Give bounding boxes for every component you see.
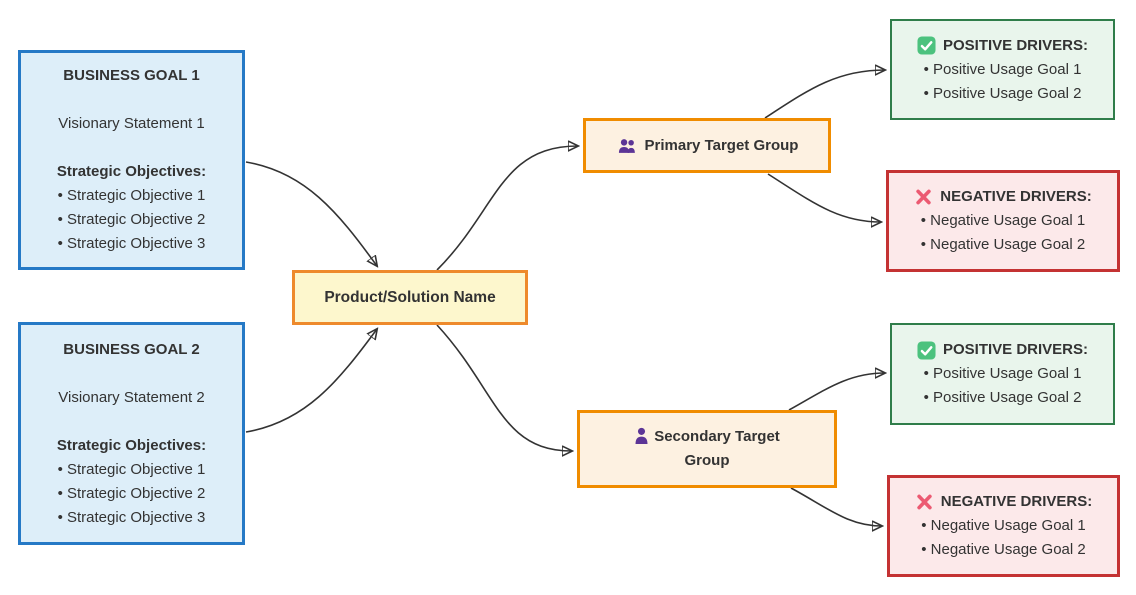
edge-product-to-primary-group [436,146,578,271]
users-icon [616,138,638,153]
secondary-target-group-node: Secondary Target Group [577,410,837,488]
negative-driver-item: • Negative Usage Goal 2 [920,236,1086,253]
negative-driver-item: • Negative Usage Goal 1 [921,517,1086,534]
objective-item: • Strategic Objective 2 [57,484,206,502]
edge-secondary-to-negative [790,487,882,526]
positive-driver-item: • Positive Usage Goal 1 [923,60,1082,78]
primary-target-group-node: Primary Target Group [583,118,831,173]
edge-product-to-secondary-group [436,324,572,451]
product-solution-node: Product/Solution Name [292,270,528,325]
negative-drivers-heading: NEGATIVE DRIVERS: [940,188,1092,205]
positive-driver-item: • Positive Usage Goal 2 [923,389,1082,406]
negative-driver-item: • Negative Usage Goal 1 [920,212,1086,229]
product-solution-label: Product/Solution Name [324,288,496,306]
business-goal-2-vision: Visionary Statement 2 [58,388,205,406]
check-icon [917,340,936,360]
edge-secondary-to-positive [788,373,885,411]
objectives-heading: Strategic Objectives: [56,163,207,180]
business-goal-1-vision: Visionary Statement 1 [58,115,205,132]
business-goal-1-node: BUSINESS GOAL 1 Visionary Statement 1 St… [18,50,245,270]
business-goal-1-title: BUSINESS GOAL 1 [63,67,200,84]
primary-positive-drivers-node: POSITIVE DRIVERS: • Positive Usage Goal … [890,19,1115,120]
positive-drivers-heading: POSITIVE DRIVERS: [942,36,1089,54]
secondary-target-group-label: Secondary Target Group [654,428,780,469]
primary-negative-drivers-node: NEGATIVE DRIVERS: • Negative Usage Goal … [886,170,1120,272]
objective-item: • Strategic Objective 3 [57,508,206,526]
positive-drivers-heading: POSITIVE DRIVERS: [942,341,1089,358]
negative-drivers-heading: NEGATIVE DRIVERS: [940,493,1093,510]
x-icon [915,493,934,511]
negative-driver-item: • Negative Usage Goal 2 [921,541,1086,558]
business-goal-2-title: BUSINESS GOAL 2 [63,340,200,358]
objective-item: • Strategic Objective 1 [57,460,206,478]
primary-target-group-label: Primary Target Group [644,136,799,154]
objective-item: • Strategic Objective 1 [57,187,206,204]
check-icon [917,36,936,55]
edge-primary-to-positive [764,70,885,119]
positive-driver-item: • Positive Usage Goal 2 [923,84,1082,102]
objective-item: • Strategic Objective 2 [57,211,206,228]
user-icon [634,427,649,444]
objectives-heading: Strategic Objectives: [56,436,207,454]
secondary-positive-drivers-node: POSITIVE DRIVERS: • Positive Usage Goal … [890,323,1115,425]
positive-driver-item: • Positive Usage Goal 1 [923,365,1082,382]
x-icon [914,188,933,206]
secondary-negative-drivers-node: NEGATIVE DRIVERS: • Negative Usage Goal … [887,475,1120,577]
edge-goal1-to-product [245,161,377,266]
edge-primary-to-negative [767,173,881,222]
objective-item: • Strategic Objective 3 [57,235,206,252]
business-goal-2-node: BUSINESS GOAL 2 Visionary Statement 2 St… [18,322,245,545]
edge-goal2-to-product [245,329,377,433]
